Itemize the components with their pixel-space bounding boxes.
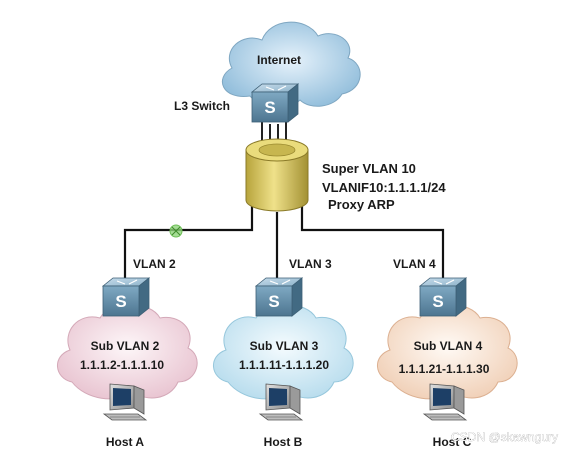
sub-vlan-3-switch-icon [255, 277, 303, 317]
link-label-vlan-2: VLAN 2 [133, 257, 176, 271]
sub-vlan-2-group: Sub VLAN 2 1.1.1.2-1.1.1.10 Host A [57, 277, 198, 449]
host-c-computer-icon [423, 383, 467, 421]
link-label-vlan-4: VLAN 4 [393, 257, 436, 271]
sub-vlan-4-group: Sub VLAN 4 1.1.1.21-1.1.1.30 Host C [377, 277, 518, 449]
host-a-label: Host A [106, 435, 145, 449]
trunk-lines [123, 206, 445, 282]
sub-vlan-3-range: 1.1.1.11-1.1.1.20 [239, 358, 329, 372]
sub-vlan-4-switch-icon [419, 277, 467, 317]
link-marker-cross-icon [171, 226, 181, 236]
host-a-computer-icon [103, 383, 147, 421]
sub-vlan-2-switch-icon [102, 277, 150, 317]
sub-vlan-4-name: Sub VLAN 4 [414, 339, 483, 353]
host-b-computer-icon [259, 383, 303, 421]
internet-label: Internet [257, 53, 301, 67]
sub-vlan-4-range: 1.1.1.21-1.1.1.30 [399, 362, 490, 376]
sub-vlan-3-name: Sub VLAN 3 [250, 339, 319, 353]
super-vlan-vlanif: VLANIF10:1.1.1.1/24 [322, 180, 446, 195]
sub-vlan-3-group: Sub VLAN 3 1.1.1.11-1.1.1.20 Host B [213, 277, 354, 449]
internet-cloud [221, 21, 361, 109]
watermark-text: CSDN @skawngury [451, 430, 558, 444]
l3-switch-label: L3 Switch [174, 99, 230, 113]
host-b-label: Host B [264, 435, 303, 449]
l3-switch-icon [251, 83, 299, 123]
super-vlan-feature: Proxy ARP [328, 197, 395, 212]
sub-vlan-2-name: Sub VLAN 2 [91, 339, 160, 353]
super-vlan-cylinder [245, 138, 309, 212]
super-vlan-name: Super VLAN 10 [322, 161, 416, 176]
host-c-label: Host C [433, 435, 472, 449]
link-label-vlan-3: VLAN 3 [289, 257, 332, 271]
sub-vlan-2-range: 1.1.1.2-1.1.1.10 [80, 358, 164, 372]
